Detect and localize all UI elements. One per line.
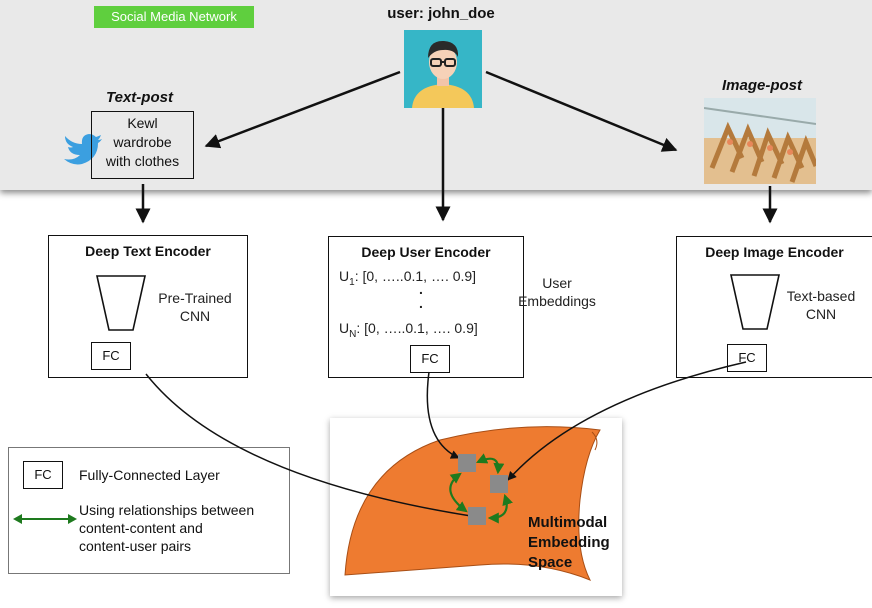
image-post-title: Image-post — [722, 77, 803, 94]
row-values: : [0, …..0.1, …. 0.9] — [354, 268, 477, 284]
relation-arrow — [475, 453, 505, 475]
clothes-hangers-image — [704, 98, 816, 184]
text-post-title: Text-post — [106, 89, 173, 106]
label-line: Embeddings — [518, 293, 596, 309]
user-embeddings-label: User Embeddings — [507, 274, 607, 310]
model-label: Text-based CNN — [771, 287, 871, 323]
relation-arrow — [449, 472, 468, 513]
user-to-text-arrow — [204, 70, 401, 149]
legend-line: content-user pairs — [79, 538, 192, 554]
deep-image-encoder: Deep Image Encoder Text-based CNN FC — [676, 236, 872, 378]
fc-layer-box: FC — [91, 342, 131, 370]
model-label-line: Text-based — [786, 288, 856, 304]
row-prefix: U — [339, 320, 350, 336]
model-label: Pre-Trained CNN — [145, 289, 245, 325]
label-line: Space — [528, 554, 573, 571]
encoder-title: Deep Text Encoder — [85, 243, 211, 259]
legend-line: Using relationships between — [79, 502, 255, 518]
encoder-title: Deep Image Encoder — [705, 244, 844, 260]
text-post-line: wardrobe — [113, 134, 172, 150]
network-badge: Social Media Network — [94, 6, 254, 28]
model-label-line: Pre-Trained — [158, 290, 232, 306]
deep-text-encoder: Deep Text Encoder Pre-Trained CNN FC — [48, 235, 248, 378]
user-embedding-row-1: U1: [0, …..0.1, …. 0.9] — [339, 267, 476, 292]
model-label-line: CNN — [179, 308, 211, 324]
twitter-bird-icon — [62, 131, 102, 167]
legend-fc-box: FC — [23, 461, 63, 489]
text-post-line: Kewl — [127, 115, 158, 131]
model-label-line: CNN — [805, 306, 837, 322]
fc-layer-box: FC — [727, 344, 767, 372]
image-fc-to-embedding — [507, 361, 747, 481]
row-values: : [0, …..0.1, …. 0.9] — [356, 320, 478, 336]
embedding-node — [490, 475, 508, 493]
text-post-line: with clothes — [105, 153, 180, 169]
legend: FC Fully-Connected Layer Using relations… — [8, 447, 290, 574]
relation-arrow — [487, 493, 513, 524]
legend-fc-description: Fully-Connected Layer — [79, 467, 220, 483]
embedding-node — [468, 507, 486, 525]
row-subscript: 1 — [349, 276, 355, 288]
encoder-title: Deep User Encoder — [361, 244, 491, 260]
embedding-manifold — [344, 426, 601, 581]
embedding-node — [458, 454, 476, 472]
text-post-box: Kewl wardrobe with clothes — [91, 111, 194, 179]
label-line: User — [542, 275, 572, 291]
user-embedding-row-n: UN: [0, …..0.1, …. 0.9] — [339, 319, 478, 344]
deep-user-encoder: Deep User Encoder U1: [0, …..0.1, …. 0.9… — [328, 236, 596, 378]
user-title: user: john_doe — [387, 5, 495, 22]
text-fc-to-embedding — [145, 373, 485, 522]
ellipsis-dot: . — [419, 295, 423, 311]
user-avatar-icon — [404, 30, 482, 108]
legend-arrow-description: Using relationships between content-cont… — [79, 501, 254, 555]
fc-layer-box: FC — [410, 345, 450, 373]
user-to-image-arrow — [485, 70, 678, 152]
label-line: Multimodal — [528, 514, 608, 531]
label-line: Embedding — [528, 534, 610, 551]
embedding-space-label: Multimodal Embedding Space — [528, 513, 610, 573]
legend-line: content-content and — [79, 520, 203, 536]
row-prefix: U — [339, 268, 350, 284]
row-subscript: N — [349, 328, 357, 340]
ellipsis-dot: . — [419, 281, 423, 297]
user-fc-to-embedding — [426, 371, 460, 459]
